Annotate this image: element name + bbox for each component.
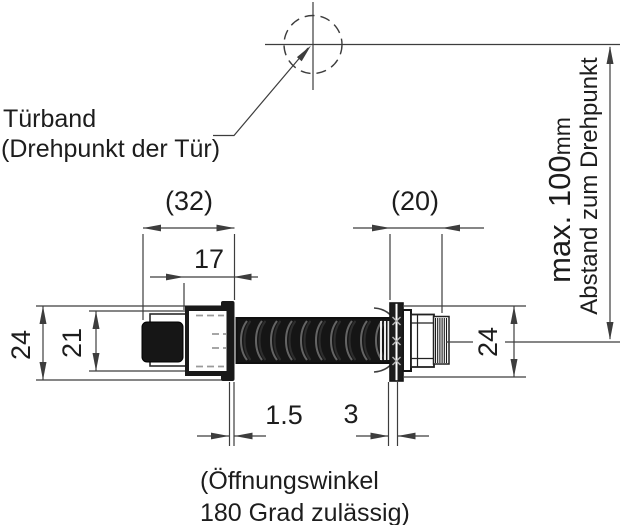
dim-24-right-text: 24 <box>473 327 503 357</box>
right-mount-assembly <box>389 302 620 382</box>
pivot-point-symbol <box>265 2 620 90</box>
dim-3-text: 3 <box>343 399 358 429</box>
pivot-label-line2: (Drehpunkt der Tür) <box>1 135 220 163</box>
dim-arrow-down-icon <box>606 322 614 340</box>
dim-20-text: (20) <box>391 186 439 216</box>
conduit-tube <box>235 317 391 364</box>
dimension-20: (20) <box>353 186 484 313</box>
dim-24-left-text: 24 <box>6 330 36 360</box>
left-socket-assembly <box>141 301 235 381</box>
dimension-17: 17 <box>150 244 258 310</box>
max-distance-text: max. 100mm <box>542 117 577 283</box>
mount-spacer-plate <box>402 309 412 372</box>
dim-21-text: 21 <box>57 328 87 358</box>
dimension-24-right: 24 <box>404 305 526 378</box>
dim-32-text: (32) <box>165 186 213 216</box>
pivot-leader-line <box>213 45 311 137</box>
dimension-3: 3 <box>343 382 429 446</box>
flange-screw-marks <box>392 316 401 366</box>
dimension-1-5: 1.5 <box>197 382 303 446</box>
socket-cavity <box>189 311 227 371</box>
leader-arrowhead-icon <box>296 45 311 62</box>
opening-angle-line2: 180 Grad zulässig) <box>200 499 410 525</box>
max-distance-value: max. 100 <box>542 155 577 283</box>
pivot-label: Türband (Drehpunkt der Tür) <box>1 105 220 163</box>
mount-bushing <box>410 313 435 368</box>
max-distance-caption: Abstand zum Drehpunkt <box>576 57 603 315</box>
opening-angle-line1: (Öffnungswinkel <box>200 467 379 495</box>
dimension-21: 21 <box>57 310 186 372</box>
opening-angle-note: (Öffnungswinkel 180 Grad zulässig) <box>200 467 410 525</box>
pivot-label-line1: Türband <box>3 105 96 133</box>
dim-arrow-up-icon <box>606 46 614 64</box>
dim-1-5-text: 1.5 <box>265 400 303 430</box>
plug-body <box>141 321 184 363</box>
max-distance-unit: mm <box>549 117 575 155</box>
dim-17-text: 17 <box>194 244 224 274</box>
thread-lines <box>434 318 448 363</box>
dimension-max-100: max. 100mm Abstand zum Drehpunkt <box>542 46 614 340</box>
corrugated-conduit <box>235 307 400 373</box>
